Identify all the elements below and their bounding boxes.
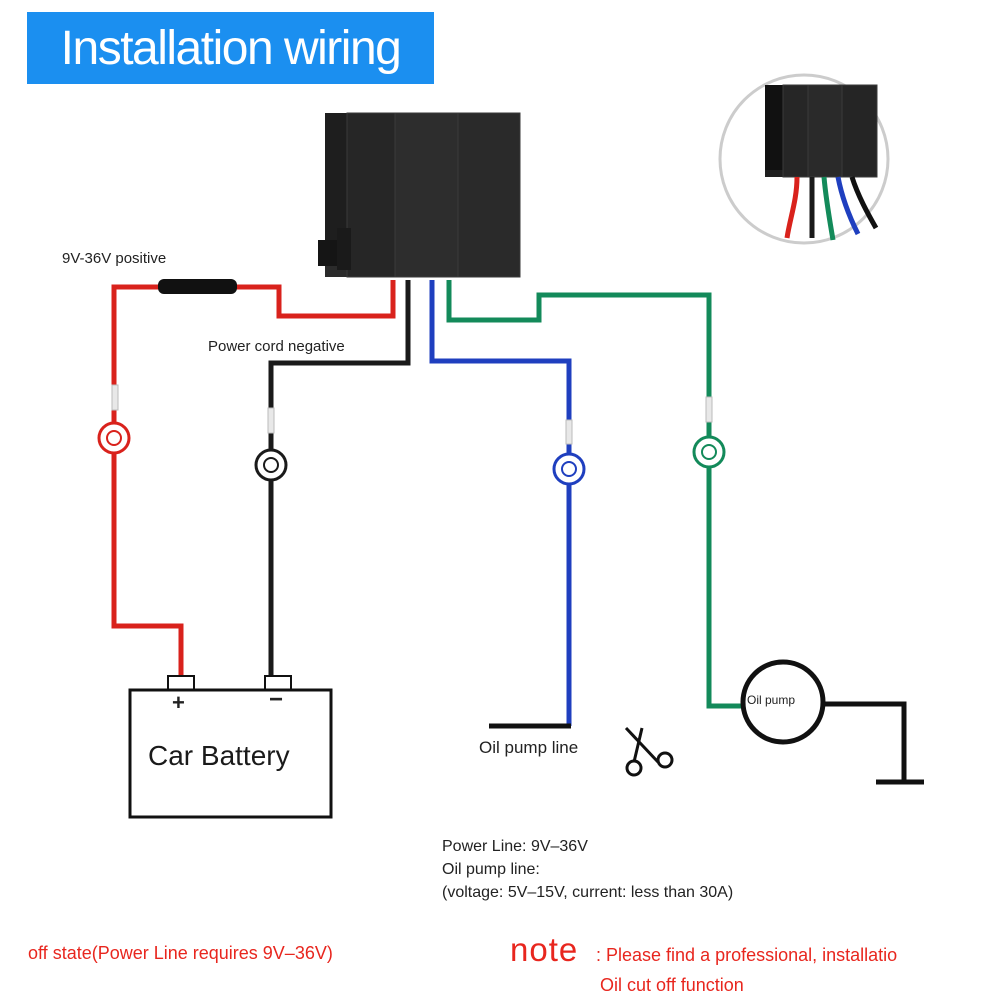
title-banner: Installation wiring bbox=[27, 12, 434, 84]
ground-wire bbox=[823, 701, 907, 780]
negative-wire-label: Power cord negative bbox=[208, 338, 345, 355]
page-title: Installation wiring bbox=[60, 21, 402, 75]
spec-oil-pump-line: Oil pump line: bbox=[442, 861, 540, 878]
positive-wire-label: 9V-36V positive bbox=[62, 250, 167, 267]
spec-power-line: Power Line: 9V–36V bbox=[442, 838, 588, 855]
note-text: : Please find a professional, installati… bbox=[596, 945, 898, 965]
cut-off-note: Oil cut off function bbox=[600, 975, 744, 995]
connector-inset bbox=[718, 73, 890, 245]
black-wire bbox=[268, 280, 411, 676]
relay-module bbox=[318, 112, 521, 278]
blue-wire bbox=[429, 280, 572, 726]
oil-pump-label: Oil pump bbox=[747, 693, 796, 707]
fuse-holder bbox=[158, 279, 237, 294]
car-battery bbox=[128, 675, 333, 819]
spec-rating: (voltage: 5V–15V, current: less than 30A… bbox=[442, 884, 734, 901]
battery-label: Car Battery bbox=[148, 740, 290, 771]
scissors-icon bbox=[624, 726, 674, 777]
note-heading: note bbox=[510, 931, 579, 968]
battery-plus-label: + bbox=[172, 690, 185, 715]
green-wire bbox=[446, 280, 742, 709]
battery-minus-label: − bbox=[269, 686, 284, 713]
off-state-note: off state(Power Line requires 9V–36V) bbox=[28, 943, 333, 963]
oil-pump-line-label: Oil pump line bbox=[479, 738, 579, 757]
red-wire bbox=[111, 280, 396, 676]
